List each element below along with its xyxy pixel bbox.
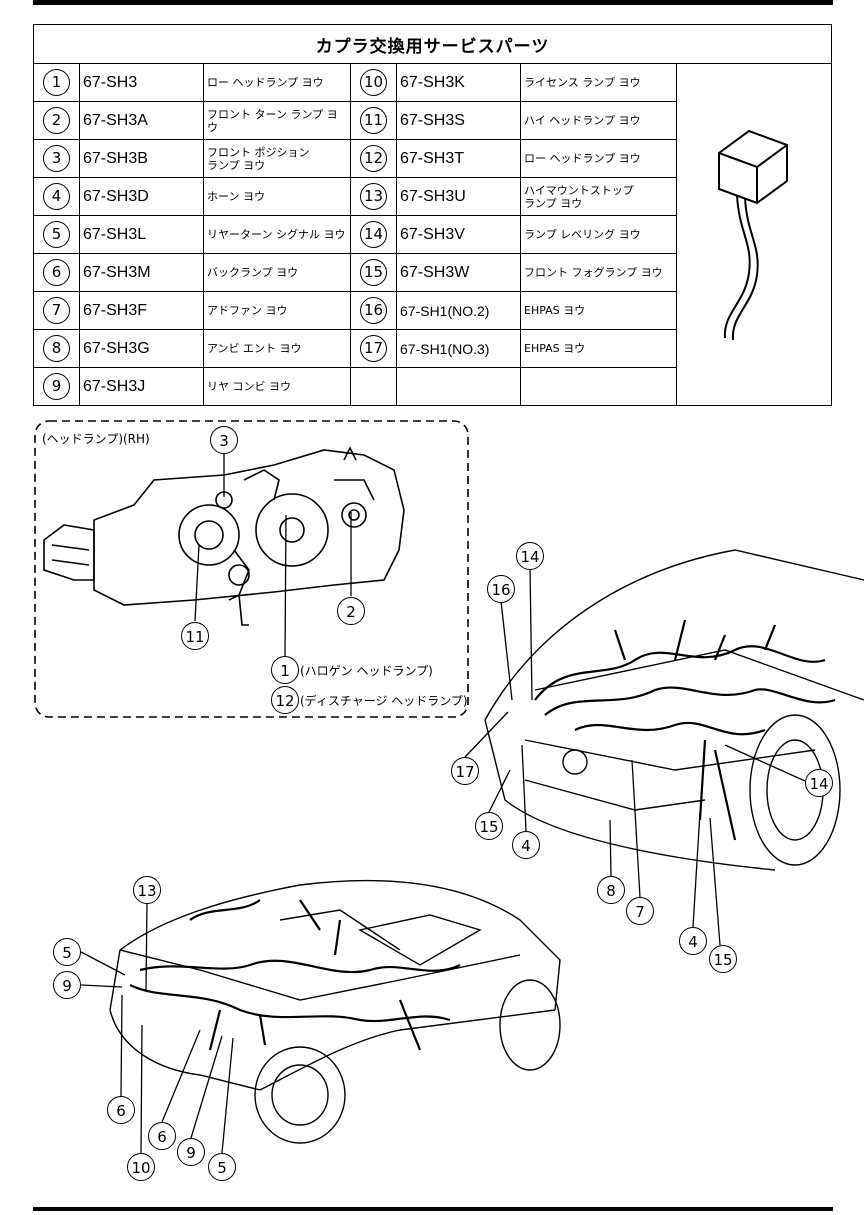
- callout-15: 15: [709, 945, 737, 973]
- part-code: 67-SH3M: [79, 253, 204, 292]
- part-code: 67-SH1(NO.3): [396, 329, 521, 368]
- part-code: 67-SH3U: [396, 177, 521, 216]
- callout-16: 16: [487, 575, 515, 603]
- part-name: ランプ レベリング ヨウ: [520, 215, 677, 254]
- callout-11: 11: [181, 622, 209, 650]
- part-number: 13: [360, 183, 387, 210]
- part-number: 11: [360, 107, 387, 134]
- callout-14: 14: [805, 769, 833, 797]
- callout-6: 6: [107, 1096, 135, 1124]
- part-code: 67-SH3W: [396, 253, 521, 292]
- part-code: 67-SH3K: [396, 63, 521, 102]
- callout-9: 9: [177, 1138, 205, 1166]
- callout-9: 9: [53, 971, 81, 999]
- part-number: 3: [43, 145, 70, 172]
- part-name: ロー ヘッドランプ ヨウ: [203, 63, 351, 102]
- table-row: 1 67-SH3 ロー ヘッドランプ ヨウ 10 67-SH3K ライセンス ラ…: [33, 63, 833, 406]
- parts-table: カプラ交換用サービスパーツ 1 67-SH3 ロー ヘッドランプ ヨウ 10 6…: [32, 24, 833, 406]
- callout-13: 13: [133, 876, 161, 904]
- part-name: EHPAS ヨウ: [520, 291, 677, 330]
- part-number: 2: [43, 107, 70, 134]
- headlamp-detail-frame: [34, 420, 469, 718]
- part-number: 7: [43, 297, 70, 324]
- callout-4: 4: [679, 927, 707, 955]
- bottom-rule: [33, 1207, 833, 1211]
- rear-wiring-drawing: [109, 879, 561, 1144]
- part-number: 15: [360, 259, 387, 286]
- part-number: 12: [360, 145, 387, 172]
- part-number: 14: [360, 221, 387, 248]
- part-number: 8: [43, 335, 70, 362]
- callout-5: 5: [53, 938, 81, 966]
- top-rule: [33, 0, 833, 5]
- part-name: アドファン ヨウ: [203, 291, 351, 330]
- part-code: 67-SH1(NO.2): [396, 291, 521, 330]
- callout-12: 12: [271, 686, 299, 714]
- callout-1: 1: [271, 656, 299, 684]
- callout-4: 4: [512, 831, 540, 859]
- part-number: 1: [43, 69, 70, 96]
- part-name: リヤーターン シグナル ヨウ: [203, 215, 351, 254]
- halogen-headlamp-label: (ハロゲン ヘッドランプ): [300, 664, 433, 678]
- part-code: 67-SH3J: [79, 367, 204, 406]
- table-row: 4 67-SH3D ホーン ヨウ 13 67-SH3U ハイマウントストップ ラ…: [33, 177, 832, 216]
- callout-17: 17: [451, 757, 479, 785]
- empty-cell: [396, 367, 521, 406]
- headlamp-drawing: [43, 446, 405, 626]
- part-number: 17: [360, 335, 387, 362]
- table-title: カプラ交換用サービスパーツ: [32, 24, 833, 64]
- table-row: 9 67-SH3J リヤ コンビ ヨウ: [33, 367, 832, 406]
- part-name: EHPAS ヨウ: [520, 329, 677, 368]
- part-number: 10: [360, 69, 387, 96]
- connector-illustration: [718, 129, 789, 340]
- part-code: 67-SH3A: [79, 101, 204, 140]
- part-number: 16: [360, 297, 387, 324]
- part-name: アンビ エント ヨウ: [203, 329, 351, 368]
- callout-6: 6: [148, 1122, 176, 1150]
- headlamp-title: (ヘッドランプ)(RH): [42, 432, 150, 446]
- part-code: 67-SH3G: [79, 329, 204, 368]
- part-number: 5: [43, 221, 70, 248]
- callout-3: 3: [210, 426, 238, 454]
- callout-10: 10: [127, 1153, 155, 1181]
- callout-14: 14: [516, 542, 544, 570]
- part-number: 6: [43, 259, 70, 286]
- part-code: 67-SH3L: [79, 215, 204, 254]
- part-name: ホーン ヨウ: [203, 177, 351, 216]
- connector-illustration-cell: [675, 63, 833, 406]
- part-name: リヤ コンビ ヨウ: [203, 367, 351, 406]
- empty-cell: [350, 367, 397, 406]
- callout-7: 7: [626, 897, 654, 925]
- callout-8: 8: [597, 876, 625, 904]
- front-wiring-drawing: [484, 549, 864, 871]
- discharge-headlamp-label: (ディスチャージ ヘッドランプ): [300, 694, 468, 708]
- part-name: ライセンス ランプ ヨウ: [520, 63, 677, 102]
- callout-15: 15: [475, 812, 503, 840]
- callout-5: 5: [208, 1153, 236, 1181]
- part-code: 67-SH3B: [79, 139, 204, 178]
- part-code: 67-SH3V: [396, 215, 521, 254]
- table-row: 5 67-SH3L リヤーターン シグナル ヨウ 14 67-SH3V ランプ …: [33, 215, 832, 254]
- empty-cell: [520, 367, 677, 406]
- callout-2: 2: [337, 597, 365, 625]
- part-number: 4: [43, 183, 70, 210]
- part-number: 9: [43, 373, 70, 400]
- part-code: 67-SH3D: [79, 177, 204, 216]
- part-code: 67-SH3T: [396, 139, 521, 178]
